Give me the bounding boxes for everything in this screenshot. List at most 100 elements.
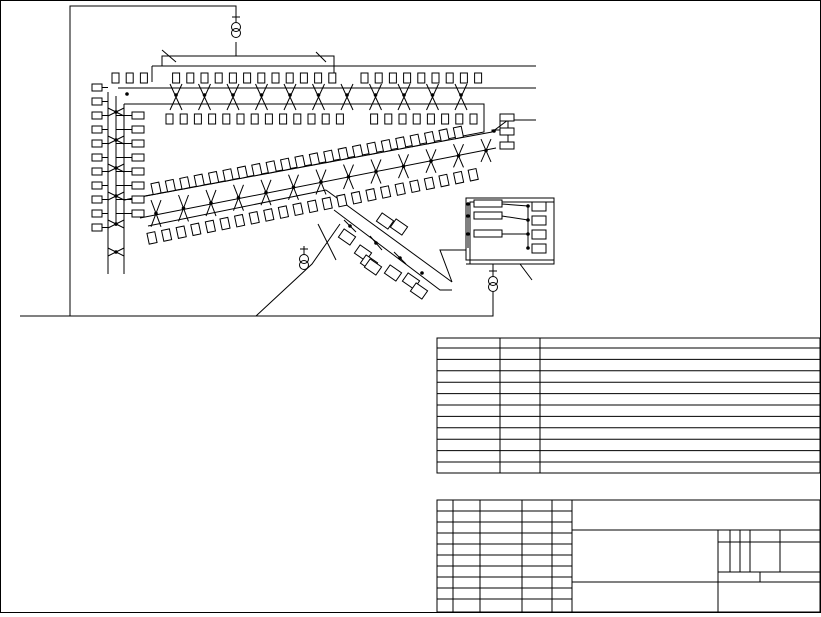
cluster-node xyxy=(398,256,402,260)
downward-cluster-box xyxy=(409,282,429,300)
diagonal-lower-box xyxy=(248,211,260,225)
transformer-top-winding xyxy=(231,28,241,38)
diagonal-lower-box xyxy=(204,219,217,234)
transformer-lower-winding xyxy=(299,260,309,270)
branch-node xyxy=(231,93,235,97)
inner-column-box xyxy=(131,139,145,148)
top-row-box xyxy=(257,72,266,84)
diagonal-bus-lower xyxy=(147,189,327,227)
branch-line xyxy=(255,83,268,111)
diagonal-branch-node xyxy=(374,169,378,174)
transformer-lower-winding xyxy=(299,254,309,264)
diagonal-lower-box xyxy=(452,170,465,185)
diagonal-branch-node xyxy=(154,211,158,216)
panel-breaker xyxy=(473,211,503,220)
branch-node xyxy=(430,93,435,97)
inner-column-box xyxy=(131,153,145,162)
diagonal-lower-box xyxy=(350,190,363,205)
branch-node xyxy=(402,93,406,97)
diagonal-lower-box xyxy=(321,196,333,211)
diagonal-lower-box xyxy=(423,176,436,191)
branch-line xyxy=(340,83,354,111)
bottom-row-box xyxy=(165,113,174,125)
branch-line xyxy=(312,83,325,111)
diagonal-upper-box xyxy=(150,181,162,196)
diagonal-lower-box xyxy=(306,199,319,214)
left-branch-node xyxy=(114,194,118,198)
panel-output-node xyxy=(526,204,530,208)
diagonal-upper-box xyxy=(452,125,465,140)
bottom-row-box xyxy=(264,113,273,125)
right-cluster-node xyxy=(492,129,496,133)
diagonal-branch-node xyxy=(429,159,433,163)
transformer-drop-line-2 xyxy=(236,55,335,80)
diagonal-lower-box xyxy=(467,167,479,182)
cable-to-transformer xyxy=(255,223,341,317)
diagonal-upper-box xyxy=(279,157,292,172)
right-cluster-box xyxy=(499,113,515,122)
top-row-box xyxy=(374,72,383,84)
bottom-row-box xyxy=(426,113,435,125)
branch-line xyxy=(454,83,468,111)
bottom-row-box xyxy=(236,113,245,125)
diagonal-upper-box xyxy=(366,141,378,156)
bottom-row-box xyxy=(293,113,302,125)
transformer-top-winding xyxy=(231,22,241,32)
branch-line xyxy=(397,83,411,111)
top-row-box xyxy=(328,72,337,84)
downward-cluster-box xyxy=(363,258,383,276)
top-row-box xyxy=(445,72,454,84)
downward-cluster-box xyxy=(389,218,409,236)
panel-output-node xyxy=(526,218,530,222)
transformer-right-winding xyxy=(488,276,498,286)
diagonal-branch-node xyxy=(484,148,488,153)
diagonal-branch-node xyxy=(319,180,323,184)
cluster-node xyxy=(348,224,352,228)
panel-output-node xyxy=(526,246,530,250)
diagonal-upper-box xyxy=(323,149,335,164)
top-row-box xyxy=(172,72,181,84)
diagonal-branch-node xyxy=(236,195,241,200)
top-row-box xyxy=(243,72,252,84)
right-cluster-box xyxy=(499,127,515,136)
panel-output-box xyxy=(531,243,547,254)
panel-node xyxy=(466,202,470,206)
left-branch-node xyxy=(114,250,118,254)
left-column-box xyxy=(91,97,103,106)
branch-node xyxy=(259,93,264,97)
bottom-row-box xyxy=(208,113,217,125)
panel-output-box xyxy=(531,229,547,240)
equipment-boxes xyxy=(91,72,547,300)
main-feeder-line xyxy=(20,292,494,317)
panel-output-box xyxy=(531,215,547,226)
branch-line xyxy=(198,83,211,111)
specification-table xyxy=(436,337,821,474)
bottom-row-box xyxy=(222,113,231,125)
transformer-drop-line xyxy=(161,42,237,66)
top-row-box xyxy=(360,72,369,84)
panel-output-box xyxy=(531,201,547,212)
diagonal-branch-node xyxy=(346,174,351,179)
diagonal-upper-box xyxy=(265,160,277,174)
diagonal-branch-node xyxy=(264,190,268,195)
inner-column-box xyxy=(131,181,145,190)
top-row-box xyxy=(459,72,468,84)
diagonal-branch-node xyxy=(401,164,406,169)
branch-node xyxy=(288,93,292,97)
bus-node xyxy=(125,92,129,96)
diagonal-branch-node xyxy=(291,185,296,190)
diagonal-lower-box xyxy=(379,185,392,199)
cluster-node xyxy=(374,241,378,245)
top-row-box xyxy=(388,72,397,84)
bottom-row-box xyxy=(179,113,188,125)
diagonal-lower-box xyxy=(233,213,246,228)
diagonal-lower-box xyxy=(277,205,290,219)
panel-link xyxy=(501,203,529,207)
left-column-box xyxy=(91,111,103,120)
inner-column-box xyxy=(131,209,145,218)
diagonal-upper-box xyxy=(251,162,263,177)
diagonal-lower-box xyxy=(336,193,348,208)
diagonal-branch-node xyxy=(209,201,213,205)
